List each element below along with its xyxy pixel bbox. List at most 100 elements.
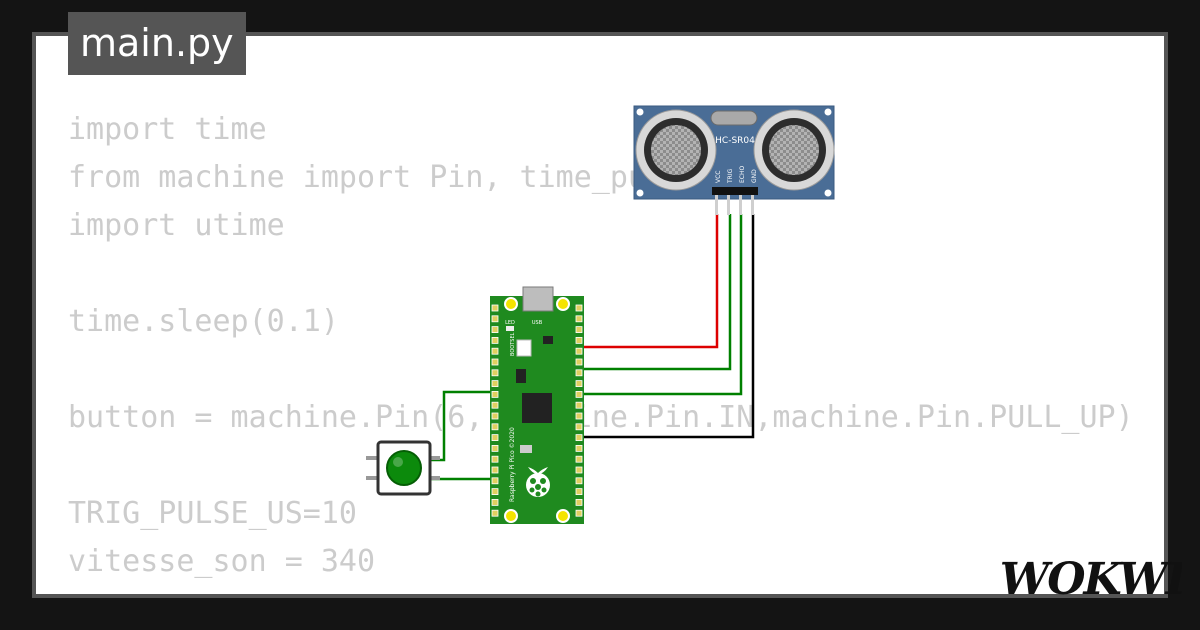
pico-pin[interactable] (491, 466, 499, 474)
wire-gnd (576, 214, 755, 439)
rp2040-chip (522, 393, 552, 423)
button-leg (426, 456, 440, 460)
wire-button-1 (428, 390, 492, 462)
pico-pin[interactable] (491, 326, 499, 334)
corner-hole (504, 509, 518, 523)
code-line-10: vitesse_son = 340 (68, 544, 376, 579)
corner-hole (556, 509, 570, 523)
mount-hole (636, 189, 644, 197)
bootsel-button[interactable] (516, 339, 532, 357)
code-line-1: import time (68, 112, 267, 147)
pico-pin[interactable] (491, 477, 499, 485)
pico-pin[interactable] (575, 455, 583, 463)
pico-pin[interactable] (575, 401, 583, 409)
pico-pin[interactable] (575, 434, 583, 442)
pin-label-echo: ECHO (739, 166, 746, 183)
pico-pin[interactable] (575, 315, 583, 323)
pico-pin[interactable] (575, 477, 583, 485)
button-leg (426, 476, 440, 480)
wire-vcc (576, 214, 719, 349)
raspberry-logo-icon (526, 467, 550, 497)
pico-pin[interactable] (575, 444, 583, 452)
chip-small (543, 336, 553, 344)
button-cap[interactable] (386, 450, 422, 486)
raspberry-pi-pico[interactable]: USB LED BOOTSEL Raspberry Pi Pico ©2020 (490, 286, 584, 524)
pico-pin[interactable] (491, 369, 499, 377)
header-pins (715, 195, 754, 215)
pin-header (712, 187, 758, 195)
pin-label-vcc: VCC (715, 171, 722, 183)
crystal-oscillator (710, 110, 758, 126)
pico-pin[interactable] (491, 315, 499, 323)
onboard-led (506, 326, 514, 331)
pico-pin[interactable] (491, 444, 499, 452)
code-line-11: trig = Pin(22, Pin.OUT) (68, 586, 1134, 594)
pico-pin[interactable] (491, 304, 499, 312)
corner-hole (556, 297, 570, 311)
transducer-left (635, 109, 717, 191)
hc-sr04-sensor[interactable]: HC-SR04 VCC TRIG ECHO GND (633, 105, 835, 215)
code-line-9: TRIG_PULSE_US=10 (68, 496, 357, 531)
pico-pin[interactable] (491, 401, 499, 409)
pin-label-gnd: GND (751, 169, 758, 183)
pico-pin[interactable] (575, 488, 583, 496)
pico-pins-left (491, 304, 499, 517)
pico-pin[interactable] (491, 358, 499, 366)
led-label: LED (505, 320, 515, 326)
pico-pin[interactable] (491, 488, 499, 496)
wire-echo (576, 214, 743, 396)
sensor-pin-labels: VCC TRIG ECHO GND (715, 166, 758, 184)
pico-pin[interactable] (575, 412, 583, 420)
pico-pin[interactable] (575, 509, 583, 517)
corner-hole (504, 297, 518, 311)
pico-pin[interactable] (491, 423, 499, 431)
pico-pin[interactable] (575, 423, 583, 431)
pico-pin[interactable] (491, 455, 499, 463)
code-line-5: time.sleep(0.1) (68, 304, 339, 339)
code-line-3: import utime (68, 208, 285, 243)
pico-pin[interactable] (575, 390, 583, 398)
pico-pins-right (575, 304, 583, 517)
pin-label-trig: TRIG (727, 168, 734, 184)
mount-hole (824, 108, 832, 116)
usb-connector (522, 286, 554, 312)
pico-pin[interactable] (575, 347, 583, 355)
pico-pin[interactable] (491, 390, 499, 398)
pico-pin[interactable] (575, 304, 583, 312)
pico-pin[interactable] (575, 369, 583, 377)
file-tab[interactable]: main.py (68, 12, 246, 75)
pico-pin[interactable] (491, 347, 499, 355)
pico-pin[interactable] (575, 380, 583, 388)
pushbutton[interactable] (366, 440, 440, 496)
pico-pin[interactable] (575, 466, 583, 474)
usb-label: USB (532, 320, 543, 326)
button-cap-highlight (393, 457, 403, 467)
pico-pin[interactable] (575, 326, 583, 334)
mount-hole (636, 108, 644, 116)
pico-pin[interactable] (575, 358, 583, 366)
button-leg (366, 456, 380, 460)
pico-pin[interactable] (491, 434, 499, 442)
code-line-7: button = machine.Pin(6, machine.Pin.IN,m… (68, 400, 1134, 435)
circuit-diagram: HC-SR04 VCC TRIG ECHO GND (366, 105, 835, 524)
wires (428, 214, 755, 481)
pico-board-label: Raspberry Pi Pico ©2020 (509, 427, 516, 502)
pico-pin[interactable] (491, 380, 499, 388)
button-leg (366, 476, 380, 480)
wokwi-logo: WOKWI (1000, 550, 1190, 612)
chip-regulator (520, 445, 532, 453)
pico-pin[interactable] (491, 336, 499, 344)
brand-name: WOKWI (1002, 554, 1182, 605)
pico-pin[interactable] (575, 336, 583, 344)
pico-pin[interactable] (575, 498, 583, 506)
sensor-model-label: HC-SR04 (715, 136, 755, 146)
pico-pin[interactable] (491, 412, 499, 420)
mount-hole (824, 189, 832, 197)
wire-trig (576, 214, 732, 371)
pico-pin[interactable] (491, 498, 499, 506)
pico-pin[interactable] (491, 509, 499, 517)
chip-flash (516, 369, 526, 383)
transducer-right (753, 109, 835, 191)
